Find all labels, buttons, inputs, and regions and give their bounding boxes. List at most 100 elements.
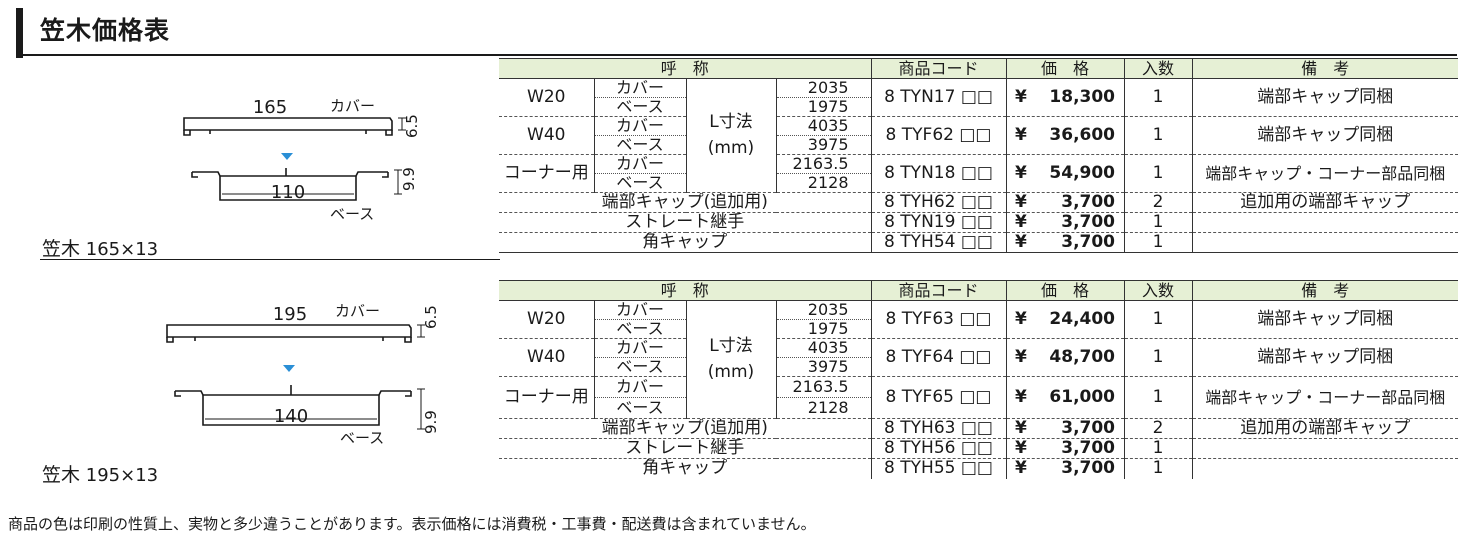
part-cover: カバー xyxy=(593,116,686,136)
product-caption-165: 笠木 165×13 xyxy=(42,234,158,261)
quantity: 1 xyxy=(1123,338,1193,377)
header-name: 呼 称 xyxy=(499,58,872,79)
caption-size: 165×13 xyxy=(85,239,159,260)
header-qty: 入数 xyxy=(1123,58,1193,79)
base-height-dim-line xyxy=(394,169,402,195)
price: ¥61,000 xyxy=(1005,376,1125,419)
header-code: 商品コード xyxy=(870,58,1007,79)
footnote: 商品の色は印刷の性質上、実物と多少違うことがあります。表示価格には消費税・工事費… xyxy=(8,515,816,533)
cover-height-dim-line xyxy=(417,324,425,338)
header-price: 価 格 xyxy=(1005,58,1125,79)
item-name: コーナー用 xyxy=(499,154,594,193)
cover-label: カバー xyxy=(330,97,375,115)
item-name: コーナー用 xyxy=(499,376,594,419)
item-name: ストレート継手 xyxy=(499,212,872,233)
caption-name: 笠木 xyxy=(42,238,81,260)
note: 端部キャップ同梱 xyxy=(1191,78,1459,117)
length-unit: L寸法 xyxy=(709,336,753,356)
cover-height-dim: 6.5 xyxy=(403,114,421,138)
item-name: ストレート継手 xyxy=(499,438,872,459)
part-cover: カバー xyxy=(593,376,686,398)
item-name: 角キャップ xyxy=(499,232,872,253)
price: ¥54,900 xyxy=(1005,154,1125,193)
base-height-dim: 9.9 xyxy=(400,167,418,191)
product-code: 8 TYF62 □□ xyxy=(870,116,1007,155)
header-note: 備 考 xyxy=(1191,280,1459,301)
cover-width-dim: 195 xyxy=(273,304,307,325)
quantity: 1 xyxy=(1123,376,1193,419)
part-base: ベース xyxy=(593,173,686,193)
part-base: ベース xyxy=(593,319,686,339)
base-width-dim: 110 xyxy=(271,182,305,203)
length-unit-label: L寸法 (mm) xyxy=(685,78,776,193)
length-cover: 2163.5 xyxy=(775,154,872,174)
quantity: 1 xyxy=(1123,154,1193,193)
cover-height-dim-line xyxy=(398,117,406,131)
table-row: ストレート継手 8 TYN19 □□ ¥3,700 1 xyxy=(499,212,1459,233)
page-title: 笠木価格表 xyxy=(40,16,171,45)
part-cover: カバー xyxy=(593,300,686,320)
price-table-195: 呼 称 商品コード 価 格 入数 備 考 W20 カバー L寸法 (mm) 20… xyxy=(499,280,1459,479)
item-name: 角キャップ xyxy=(642,458,728,479)
length-base: 2128 xyxy=(775,173,872,193)
product-code: 8 TYF63 □□ xyxy=(870,300,1007,339)
quantity: 2 xyxy=(1123,192,1193,213)
quantity: 1 xyxy=(1123,78,1193,117)
part-cover: カバー xyxy=(593,338,686,358)
product-code: 8 TYH55 □□ xyxy=(870,458,1007,479)
part-base: ベース xyxy=(593,397,686,419)
product-code: 8 TYH62 □□ xyxy=(870,192,1007,213)
product-code: 8 TYN18 □□ xyxy=(870,154,1007,193)
price: ¥48,700 xyxy=(1005,338,1125,377)
quantity: 1 xyxy=(1123,300,1193,339)
note: 端部キャップ同梱 xyxy=(1191,338,1459,377)
cover-profile-shape xyxy=(166,324,412,343)
table-row: 角キャップ 8 TYH54 □□ ¥3,700 1 xyxy=(499,232,1459,253)
length-cover: 2035 xyxy=(775,300,872,320)
price: ¥36,600 xyxy=(1005,116,1125,155)
price-table-165: 呼 称 商品コード 価 格 入数 備 考 W20 カバー L寸法 (mm) 20… xyxy=(499,58,1459,253)
header-name: 呼 称 xyxy=(499,280,872,301)
header-code: 商品コード xyxy=(870,280,1007,301)
header-price: 価 格 xyxy=(1005,280,1125,301)
product-code: 8 TYF64 □□ xyxy=(870,338,1007,377)
table-row: 端部キャップ(追加用) 8 TYH62 □□ ¥3,700 2 追加用の端部キャ… xyxy=(499,192,1459,213)
down-arrow-icon xyxy=(281,153,293,160)
product-code: 8 TYH56 □□ xyxy=(870,438,1007,459)
table-row: ストレート継手 8 TYH56 □□ ¥3,700 1 xyxy=(499,438,1459,459)
note: 端部キャップ・コーナー部品同梱 xyxy=(1191,154,1459,193)
table-header-row: 呼 称 商品コード 価 格 入数 備 考 xyxy=(499,280,1459,301)
cover-label: カバー xyxy=(335,302,380,320)
price: ¥3,700 xyxy=(1005,192,1125,213)
item-name: W40 xyxy=(499,338,594,377)
note: 追加用の端部キャップ xyxy=(1191,418,1459,439)
length-unit-label: L寸法 (mm) xyxy=(685,300,776,419)
note: 端部キャップ同梱 xyxy=(1191,116,1459,155)
base-label: ベース xyxy=(330,205,374,223)
table-row: 角キャップ 8 TYH55 □□ ¥3,700 1 xyxy=(499,458,1459,479)
cover-width-dim: 165 xyxy=(253,97,287,118)
part-base: ベース xyxy=(593,357,686,377)
item-name: 端部キャップ(追加用) xyxy=(499,192,872,213)
length-base: 2128 xyxy=(775,397,872,419)
down-arrow-icon xyxy=(283,365,295,372)
table-row: W40 カバー 4035 8 TYF64 □□ ¥48,700 1 端部キャップ… xyxy=(499,338,1459,377)
quantity: 1 xyxy=(1123,232,1193,253)
price: ¥3,700 xyxy=(1005,458,1125,479)
price: ¥3,700 xyxy=(1005,232,1125,253)
note: 端部キャップ・コーナー部品同梱 xyxy=(1191,376,1459,419)
part-cover: カバー xyxy=(593,154,686,174)
price: ¥3,700 xyxy=(1005,438,1125,459)
length-unit-sub: (mm) xyxy=(707,137,755,158)
note xyxy=(1191,232,1459,253)
table-header-row: 呼 称 商品コード 価 格 入数 備 考 xyxy=(499,58,1459,79)
base-height-dim-line xyxy=(417,388,425,430)
length-base: 1975 xyxy=(775,97,872,117)
caption-size: 195×13 xyxy=(85,465,159,486)
table-row: 端部キャップ(追加用) 8 TYH63 □□ ¥3,700 2 追加用の端部キャ… xyxy=(499,418,1459,439)
length-base: 3975 xyxy=(775,357,872,377)
quantity: 1 xyxy=(1123,458,1193,479)
caption-rule xyxy=(40,259,500,260)
length-cover: 2163.5 xyxy=(775,376,872,398)
table-row: W20 カバー L寸法 (mm) 2035 8 TYN17 □□ ¥18,300… xyxy=(499,78,1459,193)
